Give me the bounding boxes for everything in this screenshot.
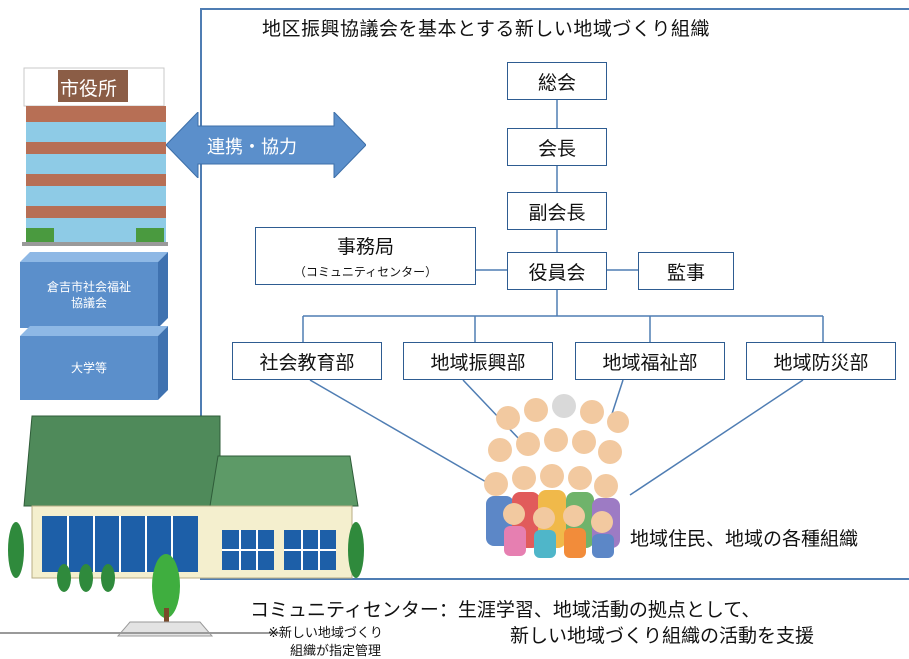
secretariat-label: 事務局 xyxy=(336,236,394,258)
vice-chairman-label: 副会長 xyxy=(528,201,586,224)
executive-board-label: 役員会 xyxy=(528,261,586,284)
auditor-label: 監事 xyxy=(666,261,705,284)
department-box: 社会教育部 xyxy=(232,342,382,380)
department-box: 地域振興部 xyxy=(403,342,553,380)
partner-label: 倉吉市社会福祉 協議会 xyxy=(46,279,131,310)
partner-social-welfare-council: 倉吉市社会福祉 協議会 xyxy=(20,262,158,328)
department-label: 社会教育部 xyxy=(259,351,355,374)
chairman-box: 会長 xyxy=(507,128,607,166)
chairman-label: 会長 xyxy=(537,137,576,160)
partner-boxes xyxy=(20,252,168,400)
executive-board-box: 役員会 xyxy=(507,252,607,290)
secretariat-box: 事務局 （コミュニティセンター） xyxy=(255,227,476,285)
partner-label: 大学等 xyxy=(70,360,107,375)
secretariat-sublabel: （コミュニティセンター） xyxy=(293,265,438,279)
general-assembly-label: 総会 xyxy=(537,71,576,94)
community-center-note-line2: 組織が指定管理 xyxy=(290,644,382,659)
vice-chairman-box: 副会長 xyxy=(507,192,607,230)
cooperation-label: 連携・協力 xyxy=(207,137,297,158)
community-center-caption-line1: コミュニティセンター：生涯学習、地域活動の拠点として、 xyxy=(250,599,761,621)
community-center-illustration xyxy=(0,415,364,637)
city-hall-sign: 市役所 xyxy=(60,78,118,100)
community-center-note-line1: ※新しい地域づくり xyxy=(268,626,383,641)
residents-crowd-illustration xyxy=(484,394,629,558)
department-label: 地域振興部 xyxy=(430,351,526,374)
department-label: 地域福祉部 xyxy=(602,351,698,374)
city-hall-illustration xyxy=(22,67,168,246)
organization-frame xyxy=(200,8,909,580)
diagram-title: 地区振興協議会を基本とする新しい地域づくり組織 xyxy=(262,18,710,40)
department-box: 地域福祉部 xyxy=(575,342,725,380)
residents-label: 地域住民、地域の各種組織 xyxy=(630,528,859,550)
department-box: 地域防災部 xyxy=(746,342,896,380)
bidirectional-arrow-icon xyxy=(166,112,366,178)
community-center-caption-line2: 新しい地域づくり組織の活動を支援 xyxy=(510,625,815,647)
auditor-box: 監事 xyxy=(638,252,734,290)
general-assembly-box: 総会 xyxy=(507,62,607,100)
partner-universities: 大学等 xyxy=(20,336,158,400)
department-label: 地域防災部 xyxy=(773,351,869,374)
